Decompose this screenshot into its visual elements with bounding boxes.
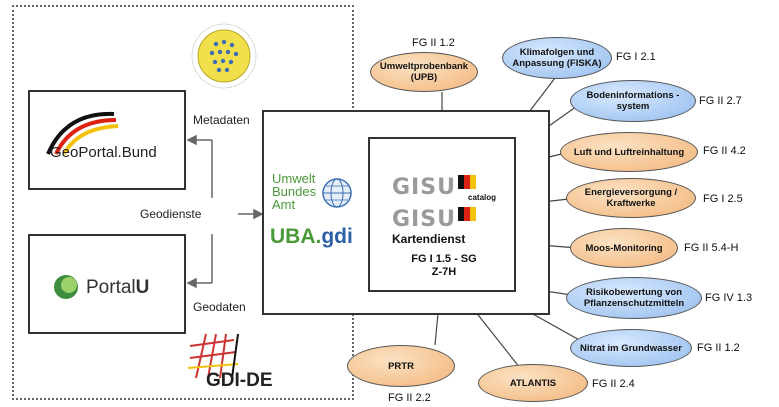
uba-line3: Amt [272, 197, 296, 212]
gdi-de-logo-icon [187, 333, 239, 379]
ellipse-moos: Moos-Monitoring [570, 228, 678, 268]
metadaten-label: Metadaten [193, 113, 250, 127]
gisu-box: GISU catalog GISU Kartendienst FG I 1.5 … [368, 137, 516, 292]
uba-logo: Umwelt Bundes Amt [272, 172, 362, 211]
inspire-logo [188, 20, 260, 92]
ellipse-boden: Bodeninformations -system [570, 80, 696, 122]
ellipse-atlantis: ATLANTIS [478, 364, 588, 402]
fg-atlantis: FG II 2.4 [592, 378, 635, 390]
portalu-box: PortalU [28, 234, 186, 334]
gisu-kartendienst-sub: Kartendienst [392, 232, 466, 246]
gisu-catalog-title: GISU [392, 175, 456, 200]
ellipse-risiko: Risikobewertung von Pflanzenschutzmittel… [566, 277, 702, 319]
uba-gdi-prefix: UBA. [270, 225, 322, 248]
geoportal-arc-icon [46, 111, 119, 156]
fg-prtr: FG II 2.2 [388, 392, 431, 404]
uba-line1: Umwelt [272, 171, 316, 186]
uba-line2: Bundes [272, 184, 317, 199]
ellipse-nitrat: Nitrat im Grundwasser [570, 329, 692, 367]
fg-nitrat: FG II 1.2 [697, 342, 740, 354]
fg-luft: FG II 4.2 [703, 145, 746, 157]
fg-center-line2: Z-7H [431, 266, 457, 278]
geoportal-bund-box: GeoPortal.Bund [28, 90, 186, 190]
portalu-logo-icon [54, 275, 78, 299]
ellipse-upb: Umweltprobenbank (UPB) [370, 52, 478, 92]
gisu-kartendienst-title: GISU [392, 207, 456, 232]
fg-upb: FG II 1.2 [412, 37, 455, 49]
gisu-catalog-sub: catalog [468, 193, 497, 202]
fg-risiko: FG IV 1.3 [705, 292, 753, 304]
ellipse-fiska: Klimafolgen und Anpassung (FISKA) [502, 37, 612, 79]
fg-fiska: FG I 2.1 [616, 51, 656, 63]
portalu-label-portal: Portal [86, 277, 136, 298]
fg-center-line1: FG I 1.5 - SG [411, 253, 477, 265]
ellipse-prtr: PRTR [347, 345, 455, 387]
ellipse-energie: Energieversorgung / Kraftwerke [566, 178, 696, 218]
portalu-label-u: U [135, 277, 150, 298]
geoportal-label: GeoPortal.Bund [50, 144, 157, 161]
uba-gdi-suffix: gdi [321, 225, 353, 248]
fg-moos: FG II 5.4-H [684, 242, 739, 254]
german-flag-icon [457, 207, 476, 221]
german-flag-icon [457, 175, 476, 189]
geodaten-label: Geodaten [193, 300, 246, 314]
fg-boden: FG II 2.7 [699, 95, 742, 107]
globe-icon [322, 178, 352, 208]
fg-energie: FG I 2.5 [703, 193, 743, 205]
gdi-de-label: GDI-DE [206, 370, 273, 391]
ellipse-luft: Luft und Luftreinhaltung [560, 132, 698, 172]
geodienste-label: Geodienste [140, 207, 202, 221]
